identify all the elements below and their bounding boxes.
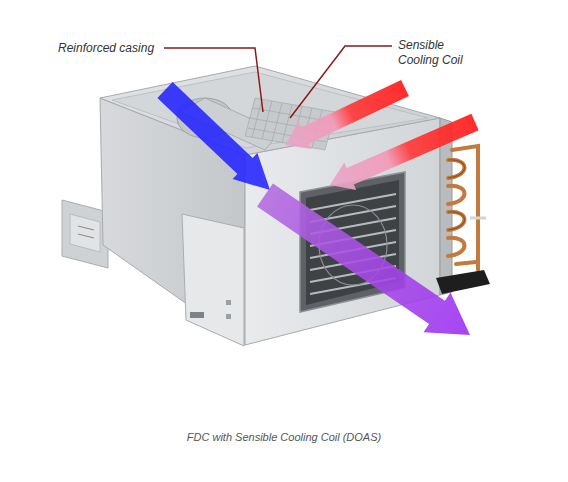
part-label: Reinforced casing (58, 41, 162, 56)
part-label: Sensible Cooling Coil (398, 38, 478, 68)
figure-caption: FDC with Sensible Cooling Coil (DOAS) (0, 431, 568, 443)
leader-line (164, 48, 263, 112)
leader-line (290, 46, 392, 118)
